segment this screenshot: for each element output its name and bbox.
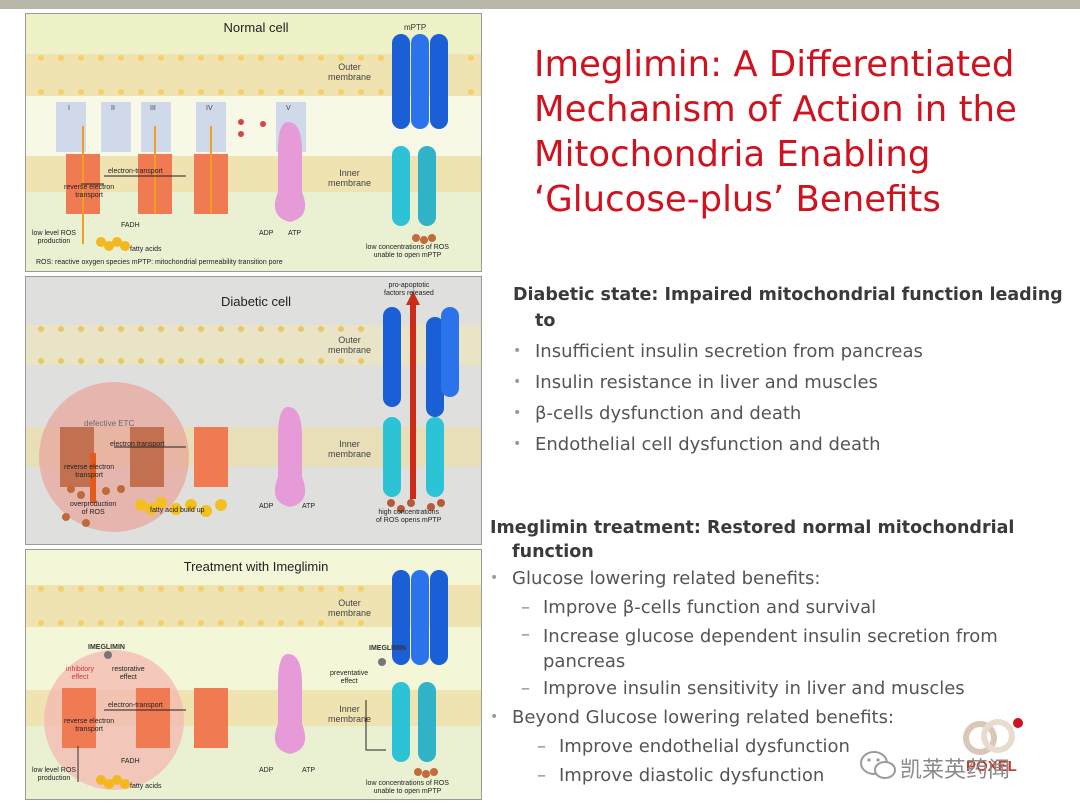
atp-label: ATP [302, 767, 316, 774]
treatment-bullet: •Beyond Glucose lowering related benefit… [490, 707, 895, 728]
watermark-text: 凯莱英药闻 [900, 758, 1011, 783]
treatment-section: Imeglimin treatment: Restored normal mit… [490, 516, 1070, 790]
slide-title-line: ‘Glucose-plus’ Benefits [534, 179, 941, 220]
treatment-sub-bullet: –Increase glucose dependent insulin secr… [521, 624, 998, 647]
complex-i-label: I [68, 105, 70, 112]
complex-iv-label: IV [206, 105, 213, 112]
electron-transport-label: electron-transport [108, 168, 163, 175]
normal-cell-title: Normal cell [223, 20, 289, 35]
fatty-acid-buildup-label: fatty acid build up [150, 507, 205, 514]
treatment-heading-line1: Imeglimin treatment: Restored normal mit… [490, 518, 1015, 538]
diabetic-bullet: •Endothelial cell dysfunction and death [513, 434, 881, 455]
complex-ii-label: II [111, 105, 115, 112]
fatty-acids-label: fatty acids [130, 783, 162, 790]
treatment-sub-bullet-cont: pancreas [543, 651, 626, 672]
atp-label: ATP [288, 230, 302, 237]
adp-label: ADP [259, 230, 274, 237]
diabetic-bullet: •Insufficient insulin secretion from pan… [513, 341, 923, 362]
slide-title-line: Mechanism of Action in the [534, 89, 1017, 130]
wechat-watermark: 凯莱英药闻 [858, 748, 1058, 784]
imeglimin-label-mptp: IMEGLIMIN [369, 645, 406, 652]
poxel-logo: POXEL [958, 716, 1028, 776]
defective-etc-label: defective ETC [84, 419, 135, 428]
diabetic-cell-title: Diabetic cell [220, 294, 292, 309]
poxel-logo-text: POXEL [966, 758, 1017, 775]
slide-title: Imeglimin: A Differentiated Mechanism of… [534, 42, 1054, 222]
slide-title-line: Imeglimin: A Differentiated [534, 44, 1015, 85]
diabetic-bullet: •Insulin resistance in liver and muscles [513, 372, 878, 393]
abbreviations-footnote: ROS: reactive oxygen species mPTP: mitoc… [36, 259, 283, 266]
complex-iii-label: III [150, 105, 156, 112]
treatment-cell-title: Treatment with Imeglimin [183, 559, 329, 574]
electron-transport-label: electron-transport [108, 702, 163, 709]
diabetic-state-section: Diabetic state: Impaired mitochondrial f… [513, 282, 1073, 460]
treatment-heading-line2: function [512, 542, 594, 562]
fadh-label: FADH [121, 758, 140, 765]
top-bar [0, 0, 1080, 9]
treatment-sub-bullet: –Improve diastolic dysfunction [537, 765, 825, 786]
diabetic-heading-line2: to [535, 311, 556, 331]
treatment-heading: Imeglimin treatment: Restored normal mit… [490, 516, 1070, 564]
treatment-sub-bullet: –Improve insulin sensitivity in liver an… [521, 678, 965, 699]
treatment-sub-bullet: –Improve β-cells function and survival [521, 597, 877, 618]
diabetic-heading: Diabetic state: Impaired mitochondrial f… [513, 282, 1073, 334]
slide-title-line: Mitochondria Enabling [534, 134, 931, 175]
complex-v-label: V [286, 105, 291, 112]
adp-label: ADP [259, 767, 274, 774]
fadh-label: FADH [121, 222, 140, 229]
imeglimin-label: IMEGLIMIN [88, 644, 125, 651]
diabetic-heading-line1: Diabetic state: Impaired mitochondrial f… [513, 285, 1063, 305]
treatment-bullet: •Glucose lowering related benefits: [490, 568, 821, 589]
mptp-label: mPTP [404, 23, 427, 32]
diabetic-bullet: •β-cells dysfunction and death [513, 403, 802, 424]
treatment-sub-bullet: –Improve endothelial dysfunction [537, 736, 850, 757]
electron-transport-label: electron transport [110, 441, 165, 448]
wechat-icon [860, 751, 896, 779]
fatty-acids-label: fatty acids [130, 246, 162, 253]
adp-label: ADP [259, 503, 274, 510]
atp-label: ATP [302, 503, 316, 510]
